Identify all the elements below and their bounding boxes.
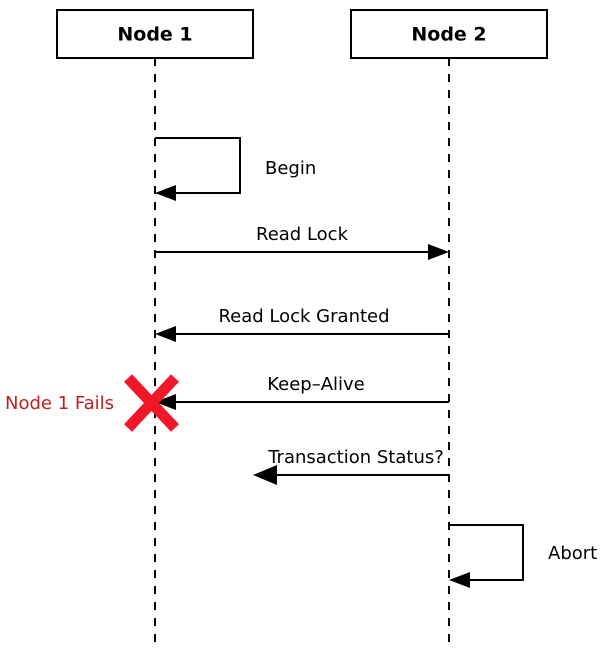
message-transaction-status-arrowhead <box>253 465 277 485</box>
message-read-lock-granted-arrowhead <box>155 326 176 342</box>
message-abort-path <box>449 524 524 581</box>
lifelines-group <box>154 58 450 649</box>
message-transaction-status-label: Transaction Status? <box>267 447 444 468</box>
message-transaction-status[interactable]: Transaction Status? <box>253 447 449 485</box>
message-read-lock-granted[interactable]: Read Lock Granted <box>155 306 449 342</box>
participant-box-node1[interactable] <box>56 9 254 59</box>
message-keep-alive[interactable]: Keep–Alive <box>155 374 449 410</box>
message-read-lock-granted-label: Read Lock Granted <box>218 306 389 327</box>
participant-box-node2[interactable] <box>350 9 548 59</box>
participant-node1[interactable]: Node 1 <box>56 9 254 59</box>
message-abort[interactable]: Abort <box>449 524 597 588</box>
message-begin-label: Begin <box>265 158 316 179</box>
message-abort-arrowhead <box>449 572 470 588</box>
participant-label-node2: Node 2 <box>411 24 486 46</box>
message-read-lock[interactable]: Read Lock <box>155 224 449 260</box>
message-abort-label: Abort <box>548 543 597 564</box>
message-read-lock-label: Read Lock <box>256 224 349 245</box>
participant-node2[interactable]: Node 2 <box>350 9 548 59</box>
message-read-lock-arrowhead <box>428 244 449 260</box>
message-begin[interactable]: Begin <box>155 137 316 201</box>
message-begin-path <box>155 137 241 194</box>
message-keep-alive-arrowhead <box>155 394 176 410</box>
participant-label-node1: Node 1 <box>117 24 192 46</box>
failure-label: Node 1 Fails <box>5 393 114 414</box>
failure-x-icon-stroke-b <box>123 374 180 432</box>
annotation-node-1-fails: Node 1 Fails <box>5 374 180 432</box>
message-keep-alive-label: Keep–Alive <box>267 374 365 395</box>
message-begin-arrowhead <box>155 185 176 201</box>
